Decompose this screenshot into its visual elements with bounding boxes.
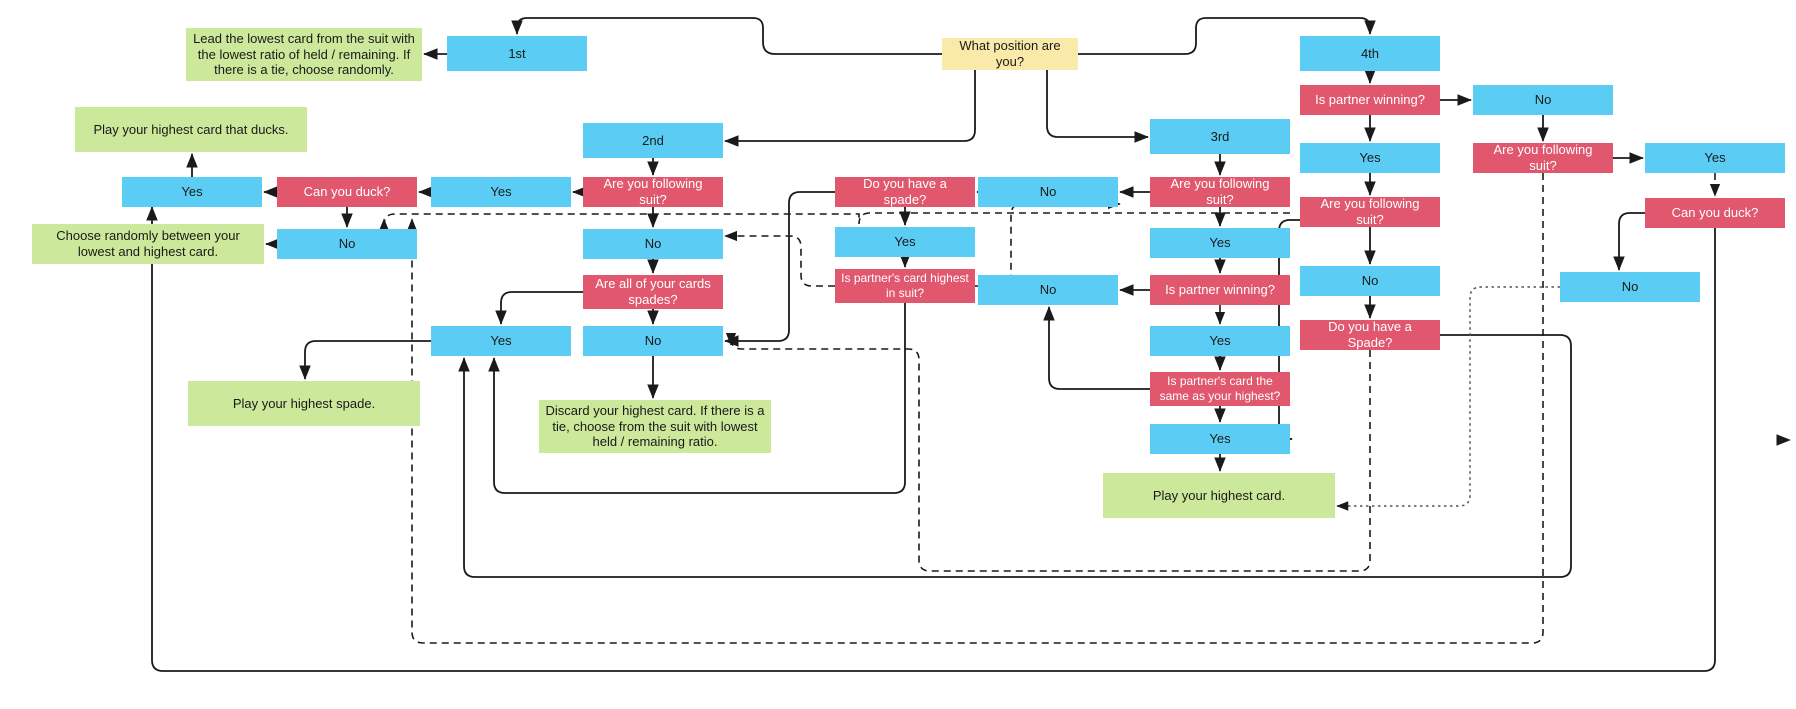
node-have-spade-yes: Yes <box>835 227 975 257</box>
node-p3-following-suit: Are you following suit? <box>1150 177 1290 207</box>
node-p2-fs-no: No <box>583 229 723 259</box>
node-have-spade: Do you have a spade? <box>835 177 975 207</box>
node-p2-duck-yes: Yes <box>122 177 262 207</box>
node-partner-card-highest: Is partner's card highest in suit? <box>835 269 975 303</box>
node-p2-following-suit: Are you following suit? <box>583 177 723 207</box>
node-pos-3rd: 3rd <box>1150 119 1290 154</box>
node-p3-pw-yes: Yes <box>1150 326 1290 356</box>
node-p3-same-yes: Yes <box>1150 424 1290 454</box>
node-p3-partner-same-highest: Is partner's card the same as your highe… <box>1150 372 1290 406</box>
node-p4-following-suit: Are you following suit? <box>1300 197 1440 227</box>
node-p4-can-you-duck: Can you duck? <box>1645 198 1785 228</box>
node-p2-duck-no: No <box>277 229 417 259</box>
node-p2-fs-yes: Yes <box>431 177 571 207</box>
node-p4-nowin-fs-yes: Yes <box>1645 143 1785 173</box>
node-p4-fs-no: No <box>1300 266 1440 296</box>
node-p3-pw-no: No <box>978 275 1118 305</box>
node-pos-4th: 4th <box>1300 36 1440 71</box>
node-lead-lowest-card: Lead the lowest card from the suit with … <box>186 28 422 81</box>
node-p2-can-you-duck: Can you duck? <box>277 177 417 207</box>
node-pos-1st: 1st <box>447 36 587 71</box>
node-choose-randomly: Choose randomly between your lowest and … <box>32 224 264 264</box>
node-discard-highest: Discard your highest card. If there is a… <box>539 400 771 453</box>
node-p3-fs-yes: Yes <box>1150 228 1290 258</box>
node-all-cards-spades: Are all of your cards spades? <box>583 275 723 309</box>
node-play-highest-card: Play your highest card. <box>1103 473 1335 518</box>
node-what-position: What position are you? <box>942 38 1078 70</box>
node-p4-pw-yes: Yes <box>1300 143 1440 173</box>
node-play-ducks: Play your highest card that ducks. <box>75 107 307 152</box>
node-pos-2nd: 2nd <box>583 123 723 158</box>
node-p4-have-spade: Do you have a Spade? <box>1300 320 1440 350</box>
node-all-spades-no: No <box>583 326 723 356</box>
node-play-highest-spade: Play your highest spade. <box>188 381 420 426</box>
node-p4-nowin-following-suit: Are you following suit? <box>1473 143 1613 173</box>
node-p4-duck-no: No <box>1560 272 1700 302</box>
node-p4-partner-winning: Is partner winning? <box>1300 85 1440 115</box>
node-p3-partner-winning: Is partner winning? <box>1150 275 1290 305</box>
node-p3-fs-no: No <box>978 177 1118 207</box>
node-all-spades-yes: Yes <box>431 326 571 356</box>
node-p4-partner-winning-no: No <box>1473 85 1613 115</box>
